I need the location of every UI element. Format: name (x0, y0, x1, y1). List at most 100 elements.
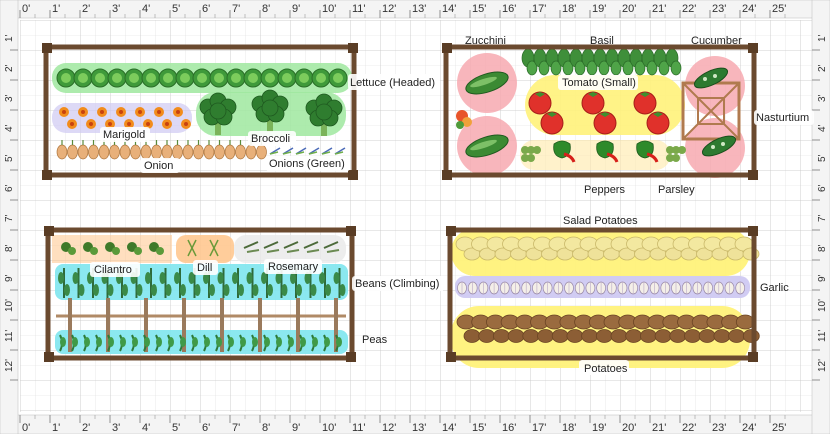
ruler-label: 16' (502, 422, 516, 434)
label-cucumber[interactable]: Cucumber (691, 35, 742, 47)
trellis (681, 81, 741, 141)
rosemary-sprig (286, 249, 300, 253)
ruler-label: 10' (322, 3, 336, 15)
zucchini-highlight (470, 76, 497, 88)
pea-pod (252, 337, 258, 347)
bean-pod (325, 284, 331, 296)
pea-pod (144, 337, 150, 347)
label-basil[interactable]: Basil (590, 35, 614, 47)
ruler-label: 8' (4, 244, 15, 252)
bed-top-left[interactable] (42, 43, 358, 180)
ruler-label: 2' (82, 3, 90, 15)
bean-pod (93, 284, 99, 296)
bean-pod (252, 284, 259, 296)
label-nasturtium[interactable]: Nasturtium (756, 112, 809, 124)
cilantro-leaf (156, 247, 164, 255)
ruler-label: 3' (112, 422, 120, 434)
ruler-label: 18' (562, 3, 576, 15)
ruler-label: 16' (502, 3, 516, 15)
ruler-top (0, 0, 830, 19)
marigold-center (157, 110, 161, 114)
nasturtium-flower (462, 117, 472, 127)
label-peppers[interactable]: Peppers (584, 184, 625, 196)
marigold-center (146, 122, 150, 126)
tomato-stem (600, 112, 610, 117)
label-salad-potatoes[interactable]: Salad Potatoes (563, 215, 638, 227)
pea-pod (120, 337, 126, 347)
tomato-stem (640, 92, 650, 97)
bean-pod (194, 284, 201, 296)
label-rosemary[interactable]: Rosemary (268, 261, 319, 273)
parsley-leaf (521, 146, 529, 154)
potato (566, 329, 584, 343)
label-cilantro[interactable]: Cilantro (94, 264, 132, 276)
corner-post (748, 226, 758, 236)
potato (463, 329, 481, 343)
marigold-center (127, 122, 131, 126)
cucumber-spot (721, 142, 725, 146)
marigold-plants (59, 107, 191, 129)
label-marigold[interactable]: Marigold (103, 129, 145, 141)
basil-leaf (646, 60, 658, 76)
bed-bottom-left[interactable] (44, 226, 356, 362)
bean-pod (275, 272, 282, 284)
onion-bulb (109, 144, 120, 160)
ruler-label: 12' (4, 359, 15, 372)
ruler-label: 3' (4, 94, 15, 102)
lettuce-plants (56, 68, 348, 88)
cucumber-fruit (701, 135, 737, 157)
ruler-label: 14' (442, 422, 456, 434)
zucchini-highlight (470, 139, 497, 151)
potato-plants (456, 314, 760, 343)
pea-pod (96, 337, 102, 347)
ruler-label: 6' (817, 184, 828, 192)
label-dill[interactable]: Dill (197, 262, 212, 274)
label-parsley[interactable]: Parsley (658, 184, 695, 196)
marigold-center (184, 122, 188, 126)
dill-frond (187, 239, 197, 257)
rosemary-sprig (243, 241, 259, 249)
rosemary-plants (243, 241, 340, 253)
label-beans[interactable]: Beans (Climbing) (355, 278, 439, 290)
onion-bulb (214, 144, 225, 160)
label-garlic[interactable]: Garlic (760, 282, 789, 294)
pea-trellis (56, 298, 346, 352)
ruler-label: 5' (172, 422, 180, 434)
broccoli-floret (261, 99, 279, 117)
lettuce-core (282, 73, 292, 83)
onion-bulb (119, 144, 131, 160)
label-zucchini[interactable]: Zucchini (465, 35, 506, 47)
label-lettuce[interactable]: Lettuce (Headed) (350, 77, 435, 89)
bed-top-right[interactable] (442, 43, 758, 180)
ruler-label: 8' (262, 3, 270, 15)
label-tomato-small[interactable]: Tomato (Small) (562, 77, 636, 89)
ruler-label: 10' (4, 299, 15, 312)
bed-bottom-right[interactable] (446, 226, 760, 368)
rosemary-zone (234, 235, 346, 263)
ruler-label: 8' (262, 422, 270, 434)
label-onion[interactable]: Onion (144, 160, 173, 172)
ruler-label: 1' (817, 34, 828, 42)
bean-pod (267, 284, 273, 296)
basil-leaf (670, 60, 682, 76)
corner-post (44, 226, 54, 236)
cilantro-leaf (112, 247, 120, 255)
ruler-label: 13' (412, 3, 426, 15)
label-peas[interactable]: Peas (362, 334, 388, 346)
label-potatoes[interactable]: Potatoes (584, 363, 628, 375)
potato (478, 329, 496, 343)
ruler-label: 7' (232, 422, 240, 434)
green-onion-plants (269, 147, 346, 155)
parsley-leaf (527, 154, 535, 162)
potato (507, 329, 525, 343)
parsley-plants (521, 146, 686, 162)
corner-post (42, 43, 52, 53)
potato (640, 329, 657, 343)
ruler-label: 4' (4, 124, 15, 132)
bean-pod (180, 284, 186, 296)
broccoli-stem (215, 115, 221, 135)
parsley-leaf (666, 154, 674, 162)
ruler-ticks: 0'0'1'1'2'2'3'3'4'4'5'5'6'6'7'7'8'8'9'9'… (4, 3, 828, 434)
label-broccoli[interactable]: Broccoli (251, 133, 290, 145)
label-onions-green[interactable]: Onions (Green) (269, 158, 345, 170)
